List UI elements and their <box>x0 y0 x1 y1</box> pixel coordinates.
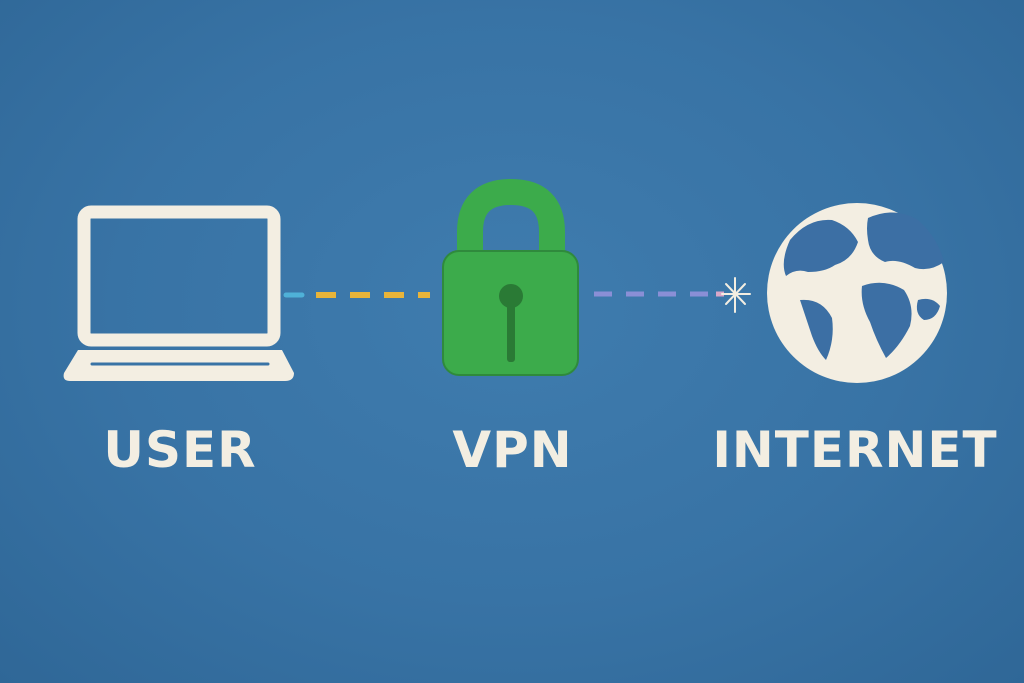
vpn-label: VPN <box>452 421 573 479</box>
globe-land-australia <box>916 298 940 320</box>
padlock-icon <box>442 178 579 376</box>
spark-icon <box>721 277 751 313</box>
globe-icon <box>767 203 947 383</box>
globe-land-north-america <box>783 219 858 276</box>
globe-land-eurasia <box>867 212 944 270</box>
padlock-shackle <box>457 178 565 262</box>
globe-land-africa <box>861 282 912 358</box>
globe-land-south-america <box>800 299 833 360</box>
internet-label: INTERNET <box>712 421 998 479</box>
laptop-icon <box>63 205 294 381</box>
spark-ray <box>725 283 746 305</box>
keyhole-stem <box>507 302 515 362</box>
keyhole-top <box>499 284 523 308</box>
user-label: USER <box>103 421 257 479</box>
laptop-screen <box>77 205 281 347</box>
